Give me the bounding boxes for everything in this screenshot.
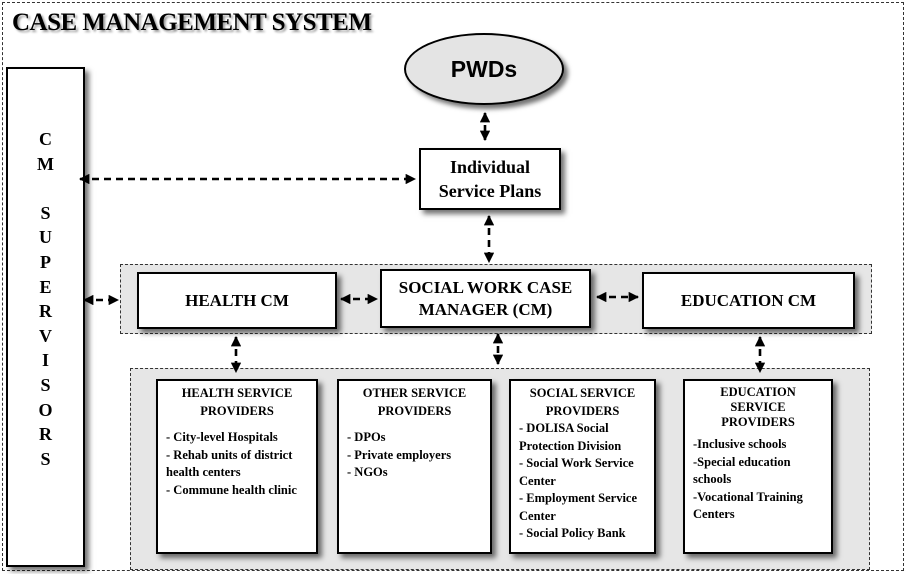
provider-heading-line: PROVIDERS (200, 403, 274, 418)
supervisors-letter: S (40, 202, 51, 223)
provider-item: - DPOs (347, 430, 386, 444)
social-work-cm-label-line: SOCIAL WORK CASE (398, 277, 573, 297)
supervisors-letter: R (39, 301, 52, 322)
provider-item: - DOLISA Social Protection Division (519, 421, 622, 453)
education-cm-label: EDUCATION CM (680, 290, 817, 310)
supervisors-letter: O (38, 399, 53, 420)
other-service-providers-box: OTHER SERVICE PROVIDERS - DPOs - Private… (337, 379, 492, 554)
supervisors-letter: P (40, 251, 51, 272)
provider-heading-line: PROVIDERS (721, 415, 795, 429)
pwds-node: PWDs (404, 33, 564, 105)
isp-label-line: Individual (449, 157, 531, 177)
isp-label-line: Service Plans (438, 181, 542, 201)
provider-heading-line: OTHER SERVICE (362, 386, 467, 400)
education-cm-node: EDUCATION CM (642, 272, 855, 329)
social-service-providers-box: SOCIAL SERVICE PROVIDERS - DOLISA Social… (509, 379, 656, 554)
provider-item: - NGOs (347, 465, 388, 479)
health-cm-node: HEALTH CM (137, 272, 337, 329)
supervisors-letter: U (39, 227, 52, 248)
supervisors-letter: I (41, 350, 49, 371)
individual-service-plans-node: Individual Service Plans (419, 148, 561, 210)
provider-heading-line: SERVICE (730, 400, 786, 414)
provider-item: - Commune health clinic (166, 482, 297, 497)
supervisors-letter: C (39, 129, 52, 149)
supervisors-letter: S (40, 448, 51, 469)
provider-heading-line: HEALTH SERVICE (181, 386, 293, 400)
social-work-cm-node: SOCIAL WORK CASE MANAGER (CM) (380, 269, 591, 328)
supervisors-letter: M (37, 153, 54, 174)
social-work-cm-label-line: MANAGER (CM) (418, 299, 553, 319)
supervisors-letter: S (40, 374, 51, 395)
provider-item: - Private employers (347, 447, 452, 462)
diagram-title: CASE MANAGEMENT SYSTEM (12, 9, 372, 36)
supervisors-letter: V (39, 325, 52, 346)
provider-item: -Inclusive schools (693, 437, 787, 451)
cm-supervisors-box: C M S U P E R V I S O R S (6, 67, 85, 567)
provider-heading: EDUCATION SERVICE PROVIDERS (693, 385, 823, 430)
provider-item: - Employment Service Center (519, 491, 638, 523)
education-service-providers-box: EDUCATION SERVICE PROVIDERS -Inclusive s… (683, 379, 833, 554)
provider-heading-line: EDUCATION (720, 385, 796, 399)
provider-item: - Social Policy Bank (519, 526, 626, 540)
provider-item: - City-level Hospitals (166, 430, 278, 444)
provider-heading: OTHER SERVICE PROVIDERS (347, 385, 482, 420)
provider-heading-line: PROVIDERS (377, 403, 452, 418)
provider-item: - Social Work Service Center (519, 456, 634, 488)
provider-item: - Rehab units of district health centers (166, 447, 293, 480)
provider-heading-line: SOCIAL SERVICE (529, 386, 636, 400)
provider-heading: SOCIAL SERVICE PROVIDERS (519, 385, 646, 420)
provider-heading: HEALTH SERVICE PROVIDERS (166, 385, 308, 420)
supervisors-letter: E (39, 276, 52, 297)
cm-supervisors-label: C M S U P E R V I S O R S (8, 127, 83, 471)
provider-item: -Special education schools (693, 454, 791, 487)
supervisors-letter: R (39, 424, 52, 445)
health-cm-label: HEALTH CM (185, 290, 289, 310)
provider-heading-line: PROVIDERS (545, 403, 620, 418)
pwds-label: PWDs (450, 55, 518, 82)
provider-item: -Vocational Training Centers (693, 489, 803, 522)
health-service-providers-box: HEALTH SERVICE PROVIDERS - City-level Ho… (156, 379, 318, 554)
